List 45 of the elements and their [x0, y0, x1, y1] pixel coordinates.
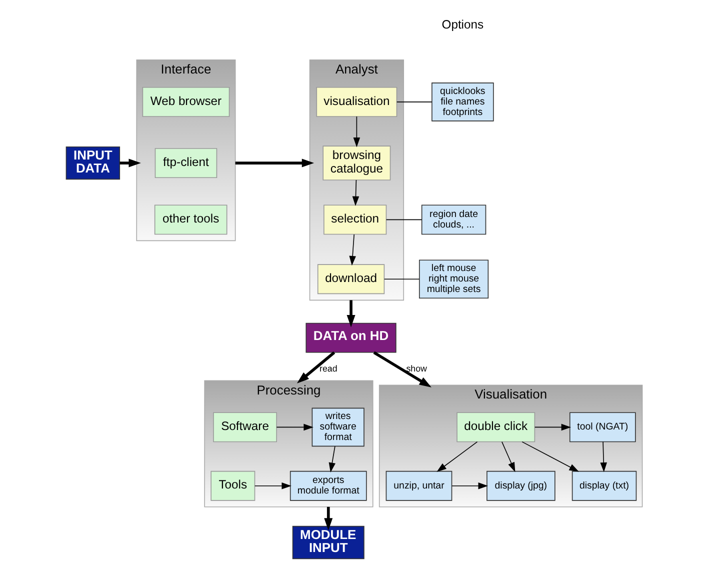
connector [386, 219, 422, 220]
edge-label: show [406, 364, 427, 374]
arrow [452, 482, 488, 490]
arrow [534, 424, 572, 431]
node-box: download [317, 264, 385, 294]
node-box: left mouse right mouse multiple sets [419, 260, 489, 299]
arrow [352, 180, 360, 206]
node-box: display (txt) [572, 470, 637, 501]
node-box: Tools [210, 470, 256, 501]
node-box: unzip, untar [386, 470, 452, 501]
node-box: exports module format [290, 470, 367, 501]
arrow [502, 441, 516, 472]
node-box: double click [456, 412, 536, 442]
arrow [120, 158, 141, 168]
node-box: MODULE INPUT [292, 526, 364, 560]
connector [384, 278, 420, 280]
arrow [324, 506, 333, 530]
arrow [436, 441, 478, 472]
arrow [349, 234, 356, 266]
node-box: INPUT DATA [66, 146, 120, 180]
arrow [353, 116, 360, 148]
node-box: ftp-client [154, 148, 218, 178]
node-box: Software [213, 412, 277, 442]
node-box: browsing catalogue [322, 146, 391, 180]
node-box: Web browser [142, 86, 230, 117]
node-box: visualisation [316, 86, 398, 117]
node-box: region date clouds, ... [421, 204, 486, 235]
edge-label: read [319, 364, 338, 374]
node-box: DATA on HD [306, 322, 396, 353]
node-box: quicklooks file names footprints [432, 82, 494, 122]
arrow [254, 482, 292, 490]
arrow [276, 424, 314, 431]
label: Options [442, 18, 484, 32]
node-box: other tools [154, 204, 228, 235]
node-box: selection [324, 204, 387, 235]
arrow [296, 351, 336, 384]
node-box: writes software format [312, 408, 364, 447]
node-box: tool (NGAT) [569, 412, 636, 442]
node-box: display (jpg) [486, 470, 556, 501]
arrow [600, 441, 608, 472]
arrow [328, 446, 336, 472]
arrow [235, 158, 314, 168]
arrow [373, 351, 432, 388]
arrow [346, 300, 356, 328]
arrow [522, 441, 579, 472]
